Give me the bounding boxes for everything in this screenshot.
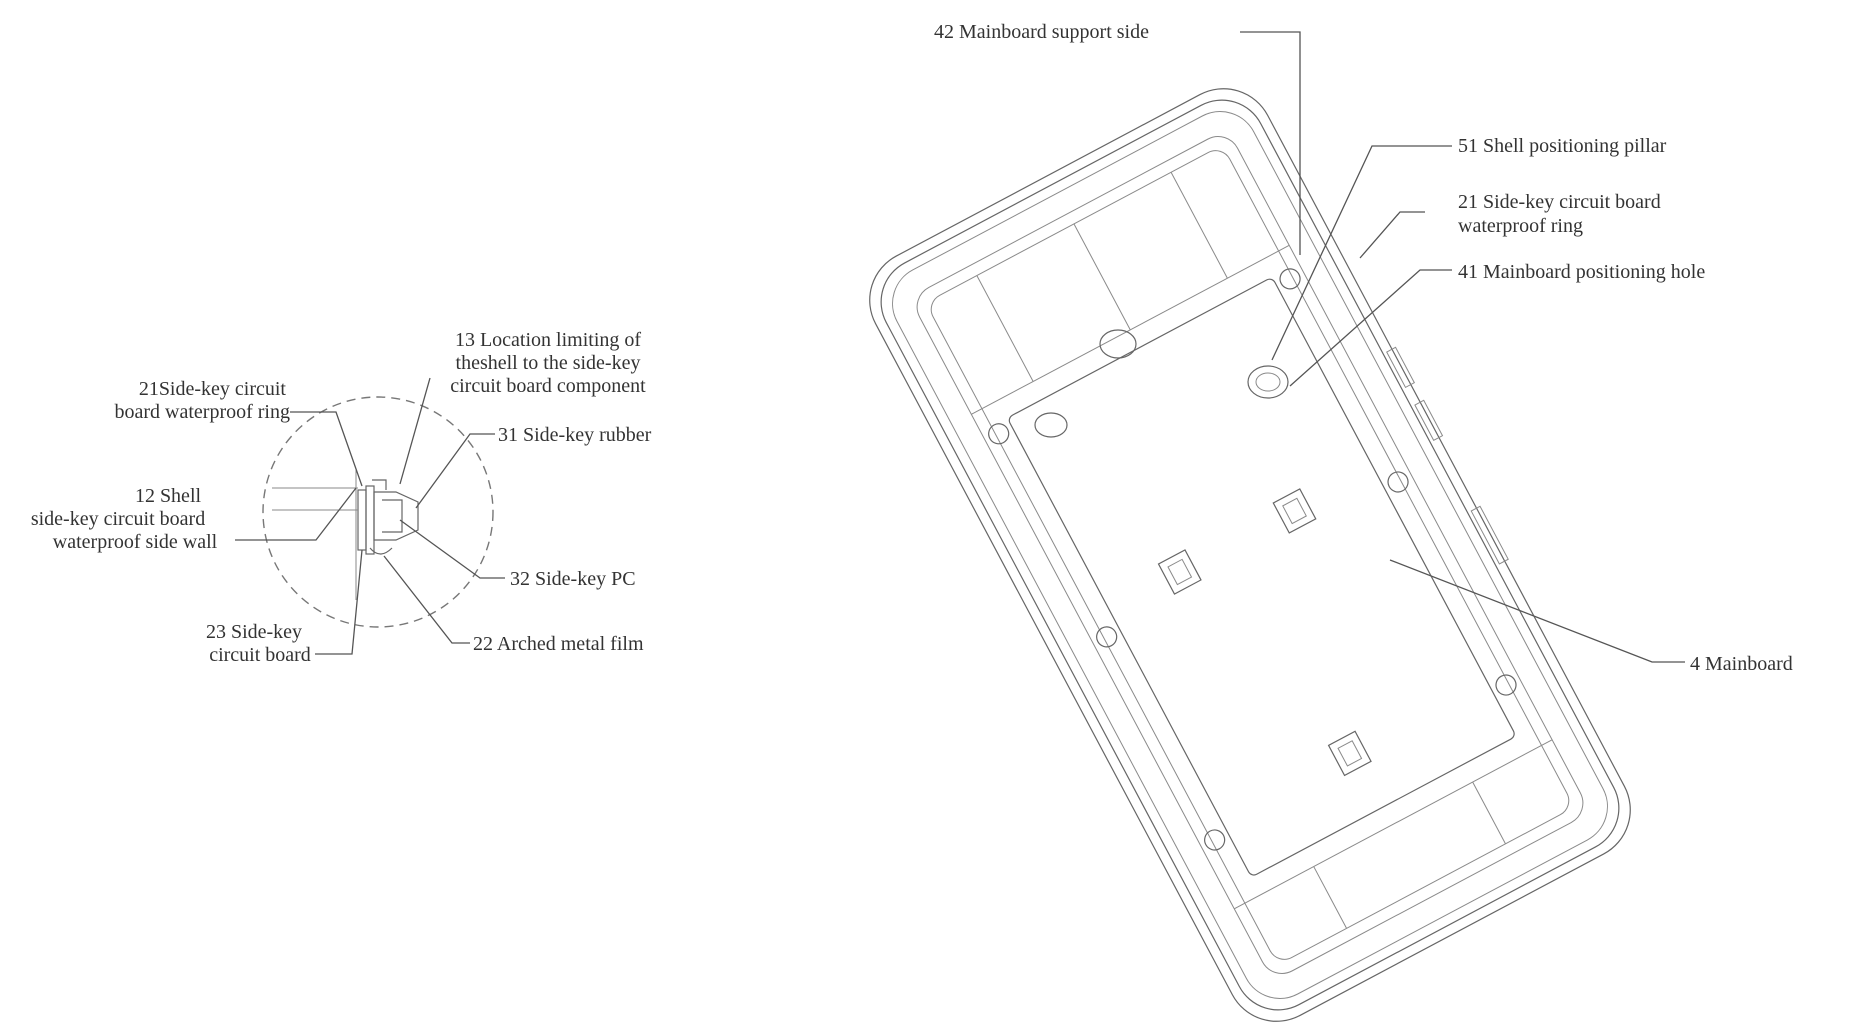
label-21-waterproof-ring-right: 21 Side-key circuit board bbox=[1458, 191, 1661, 213]
label-22-arched-metal-film: 22 Arched metal film bbox=[473, 633, 644, 655]
label-13-location-limiting-line2: theshell to the side-key bbox=[456, 352, 641, 374]
detail-dashed-circle bbox=[263, 397, 493, 627]
label-12-shell-line3: waterproof side wall bbox=[53, 531, 218, 553]
device-assembly bbox=[852, 69, 1651, 1029]
side-key-rubber-part bbox=[374, 492, 418, 540]
label-4-mainboard: 4 Mainboard bbox=[1690, 653, 1793, 675]
label-13-location-limiting-line3: circuit board component bbox=[450, 375, 646, 397]
waterproof-ring-part bbox=[366, 486, 374, 554]
label-23-side-key-circuit-board-line2: circuit board bbox=[209, 644, 311, 666]
label-42-mainboard-support-side: 42 Mainboard support side bbox=[934, 21, 1149, 43]
label-12-shell: 12 Shell bbox=[135, 485, 202, 507]
label-41-mainboard-positioning-hole: 41 Mainboard positioning hole bbox=[1458, 261, 1705, 283]
device-housing bbox=[852, 69, 1651, 1029]
mainboard-positioning-hole bbox=[1248, 366, 1288, 398]
side-key-pc-part bbox=[382, 500, 402, 532]
label-21-waterproof-ring-left: 21Side-key circuit bbox=[139, 378, 287, 400]
label-23-side-key-circuit-board: 23 Side-key bbox=[206, 621, 302, 643]
labels: 42 Mainboard support side 51 Shell posit… bbox=[31, 21, 1793, 675]
label-51-shell-positioning-pillar: 51 Shell positioning pillar bbox=[1458, 135, 1667, 157]
label-21-waterproof-ring-left-line2: board waterproof ring bbox=[115, 401, 291, 423]
label-12-shell-line2: side-key circuit board bbox=[31, 508, 205, 530]
label-21-waterproof-ring-right-line2: waterproof ring bbox=[1458, 215, 1583, 237]
arched-metal-film-part bbox=[370, 548, 392, 554]
label-32-side-key-pc: 32 Side-key PC bbox=[510, 568, 636, 590]
leader-lines bbox=[235, 32, 1685, 662]
shell-positioning-pillar bbox=[1100, 330, 1136, 358]
detail-view bbox=[263, 397, 493, 627]
side-key-circuit-board bbox=[358, 490, 366, 550]
label-31-side-key-rubber: 31 Side-key rubber bbox=[498, 424, 652, 446]
label-13-location-limiting: 13 Location limiting of bbox=[455, 329, 641, 351]
